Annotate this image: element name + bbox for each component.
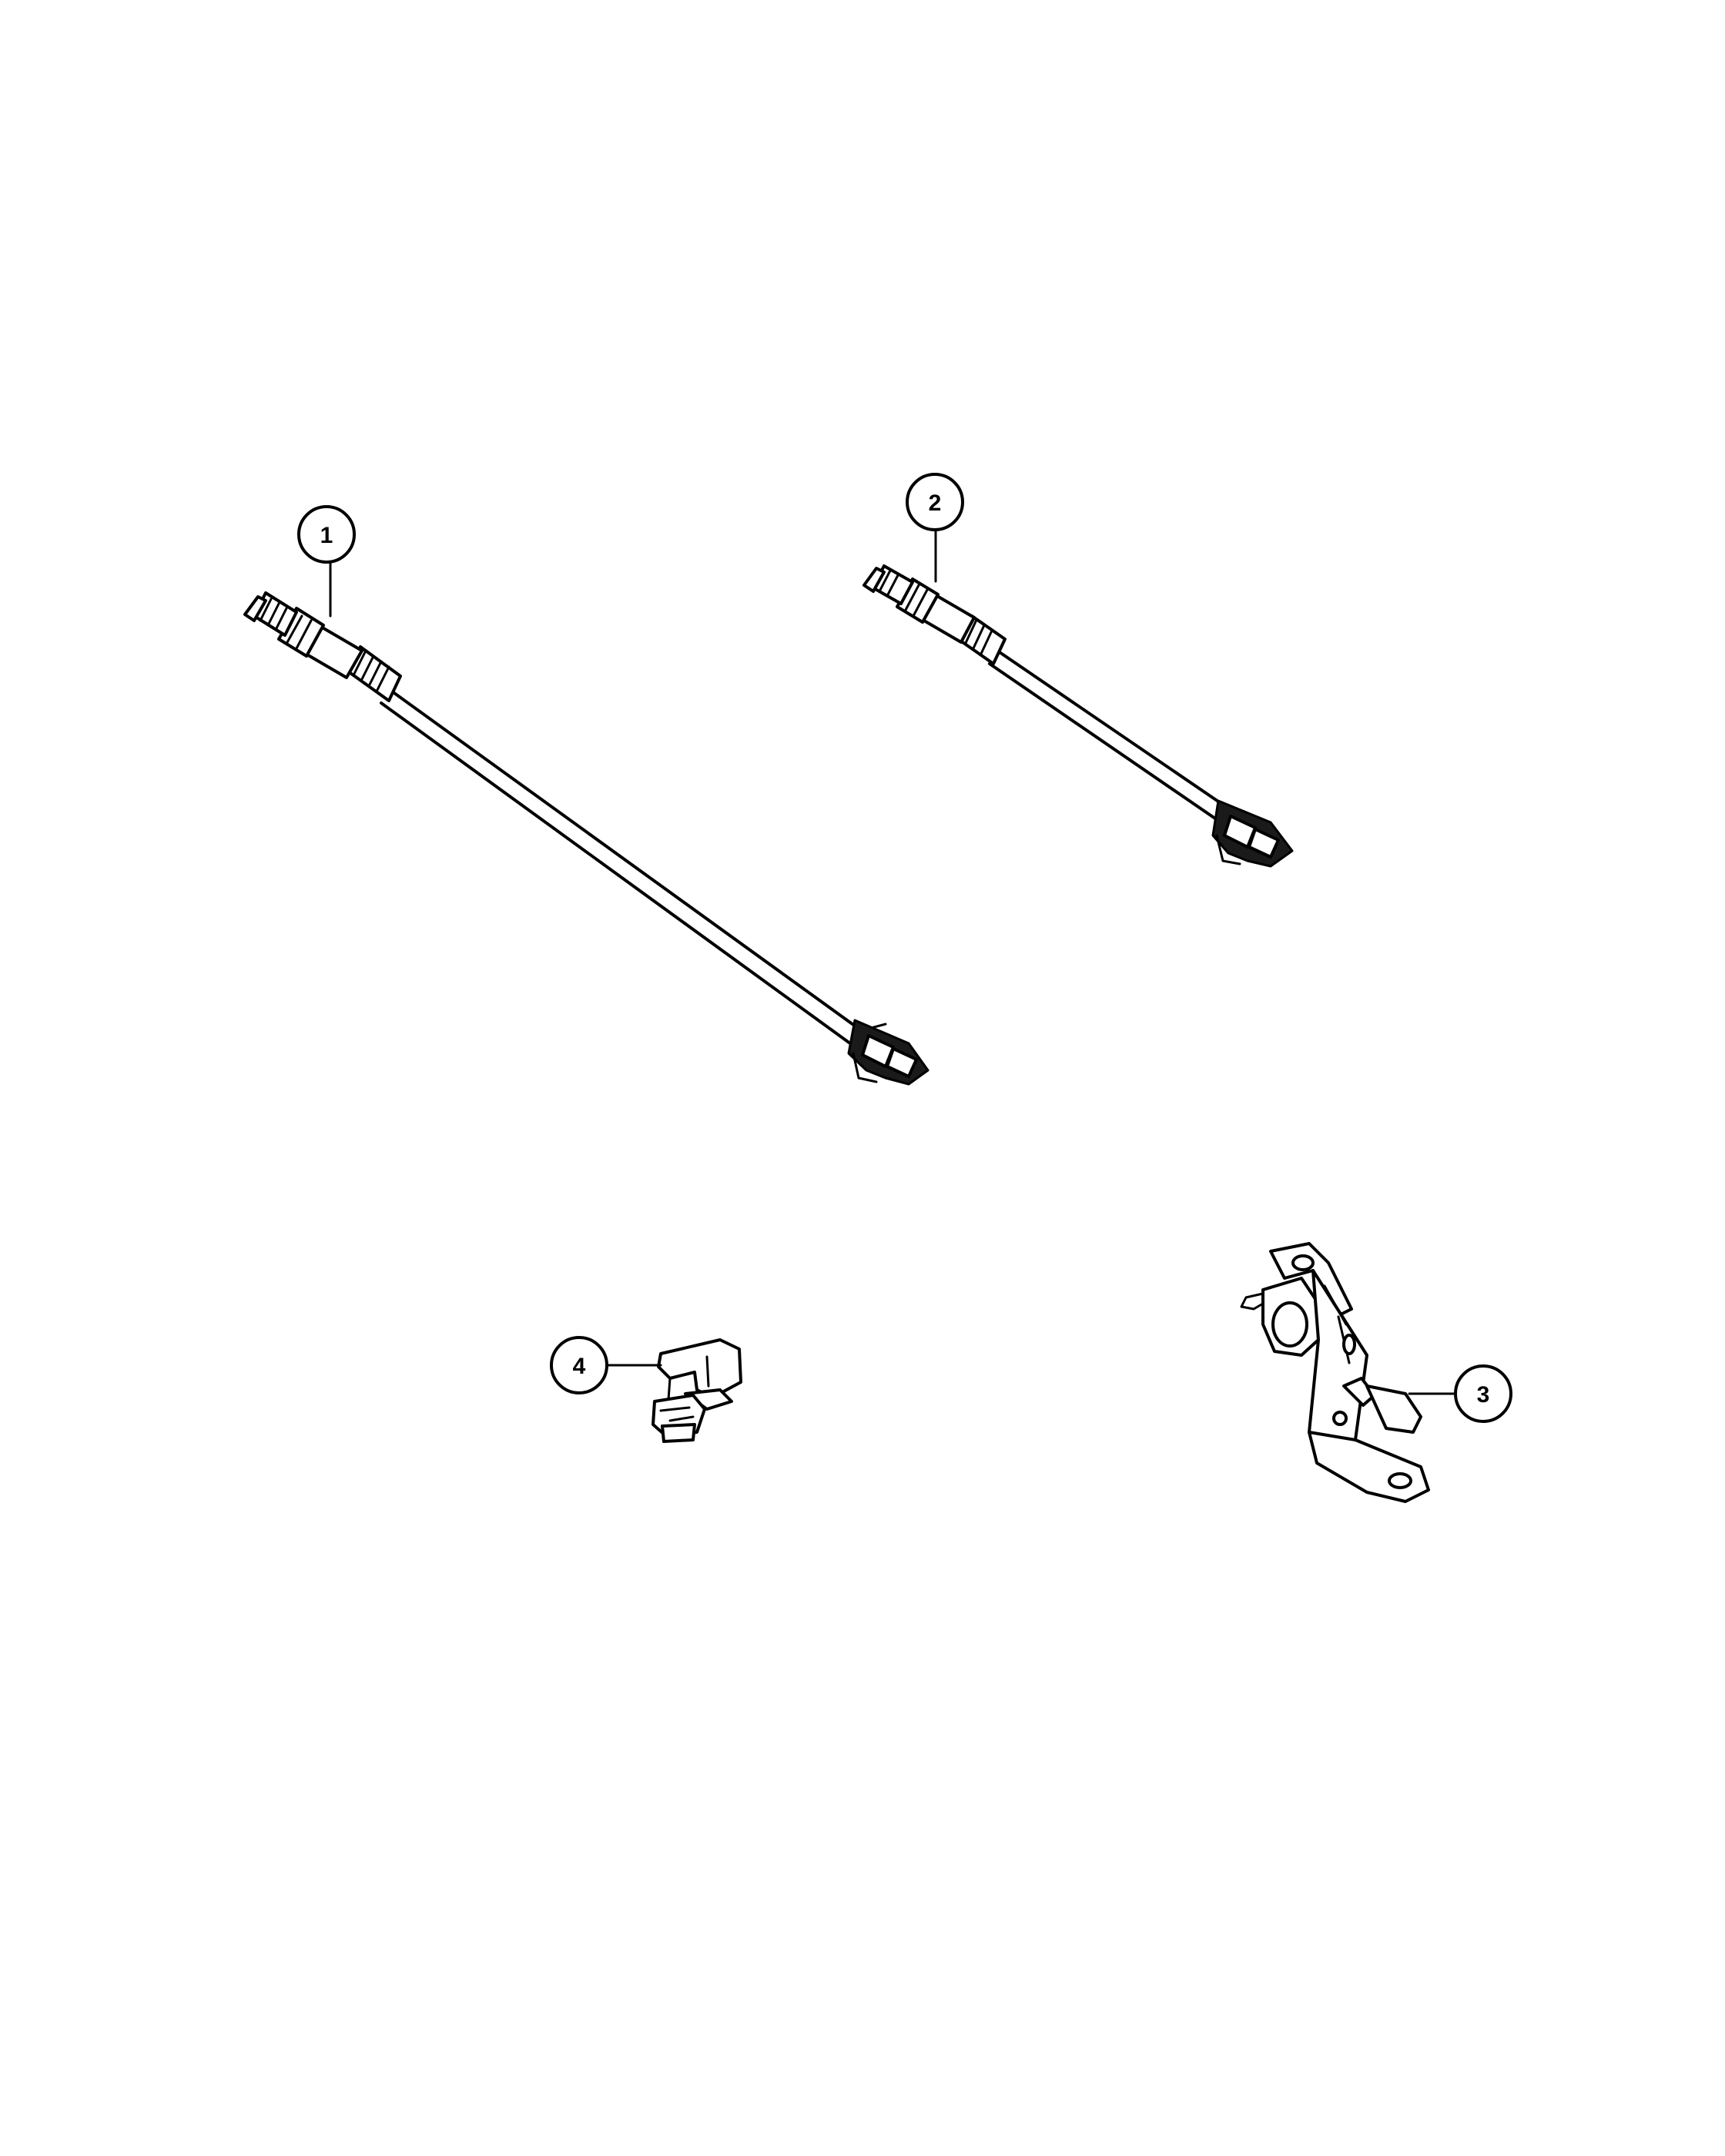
svg-text:2: 2	[929, 490, 942, 516]
callout-1: 1	[297, 505, 356, 564]
svg-text:1: 1	[320, 523, 333, 548]
oxygen-sensor-upstream	[243, 591, 929, 1086]
svg-text:3: 3	[1477, 1382, 1490, 1408]
mounting-bracket	[1240, 1242, 1430, 1503]
svg-text:4: 4	[573, 1354, 586, 1379]
retaining-clip	[651, 1338, 742, 1443]
oxygen-sensor-downstream	[862, 564, 1294, 868]
callout-3: 3	[1454, 1364, 1512, 1423]
callout-4: 4	[550, 1336, 608, 1394]
callout-2: 2	[906, 473, 964, 531]
